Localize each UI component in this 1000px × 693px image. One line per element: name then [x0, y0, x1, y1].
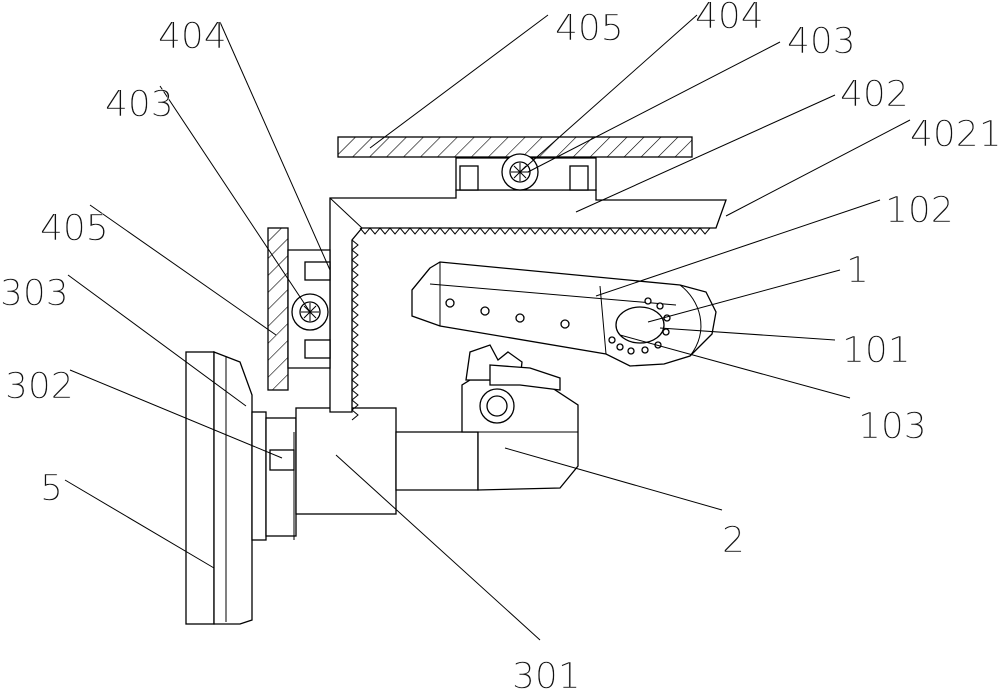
camera-1: [411, 261, 717, 367]
label-4021: 4021: [910, 114, 1000, 155]
label-404-top: 404: [695, 0, 764, 37]
support-2: [461, 344, 579, 491]
leader-lines: [64, 14, 911, 641]
mount-block-303: [251, 411, 297, 541]
label-5: 5: [40, 468, 63, 509]
label-402: 402: [840, 74, 909, 115]
label-403-left: 403: [105, 84, 174, 125]
label-301: 301: [512, 656, 581, 693]
arm-301: [295, 407, 479, 515]
rack-arm-402: [329, 189, 727, 421]
wall-plate-5: [185, 351, 253, 625]
label-1: 1: [846, 250, 869, 291]
label-302: 302: [5, 366, 74, 407]
label-103: 103: [858, 406, 927, 447]
label-102: 102: [885, 190, 954, 231]
left-plate-405: [267, 227, 331, 391]
label-405-left: 405: [40, 208, 109, 249]
label-403-top: 403: [787, 21, 856, 62]
label-303: 303: [0, 273, 69, 314]
label-101: 101: [842, 330, 911, 371]
label-405-top: 405: [555, 8, 624, 49]
label-2: 2: [722, 520, 745, 561]
label-404-left: 404: [158, 16, 227, 57]
top-plate-405: [337, 136, 693, 191]
